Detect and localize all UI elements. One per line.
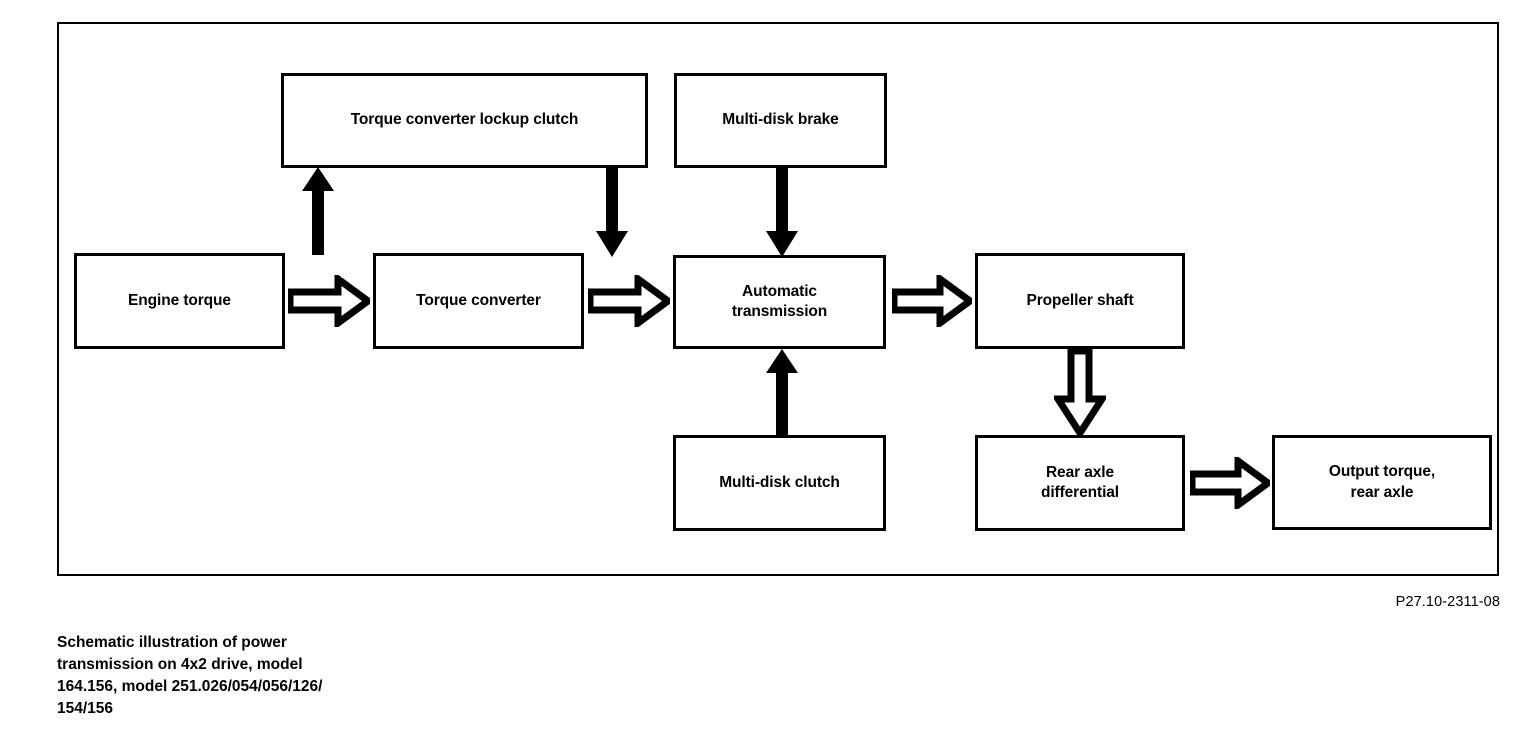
node-label: Torque converter [416, 291, 541, 309]
node-label: Rear axle differential [1040, 463, 1120, 501]
arrow-torque-converter-to-automatic-transmission [588, 275, 670, 327]
node-output-torque-rear-axle[interactable]: Output torque, rear axle [1272, 435, 1492, 530]
node-automatic-transmission[interactable]: Automatic transmission [673, 255, 886, 349]
node-label: Multi-disk brake [722, 111, 839, 129]
node-label: Torque converter lockup clutch [350, 111, 579, 129]
diagram-frame: Torque converter lockup clutch Multi-dis… [57, 22, 1499, 576]
node-engine-torque[interactable]: Engine torque [74, 253, 285, 349]
node-torque-converter[interactable]: Torque converter [373, 253, 584, 349]
arrow-automatic-transmission-to-propeller-shaft [892, 275, 972, 327]
arrow-rear-axle-differential-to-output-torque [1190, 457, 1270, 509]
node-label: Output torque, rear axle [1328, 463, 1436, 501]
node-label: Automatic transmission [731, 282, 828, 320]
arrow-torque-converter-to-lockup-clutch [300, 167, 336, 255]
arrow-lockup-clutch-to-automatic-transmission [594, 167, 630, 257]
node-label: Multi-disk clutch [719, 473, 840, 491]
figure-caption: Schematic illustration of power transmis… [57, 634, 323, 717]
node-label: Engine torque [128, 291, 231, 309]
node-label: Propeller shaft [1026, 291, 1134, 309]
node-torque-converter-lockup-clutch[interactable]: Torque converter lockup clutch [281, 73, 648, 168]
node-multi-disk-clutch[interactable]: Multi-disk clutch [673, 435, 886, 531]
arrow-engine-torque-to-torque-converter [288, 275, 370, 327]
arrow-propeller-shaft-to-rear-axle-differential [1054, 349, 1106, 437]
arrow-multi-disk-clutch-to-automatic-transmission [764, 349, 800, 437]
reference-code: P27.10-2311-08 [1395, 594, 1500, 610]
node-multi-disk-brake[interactable]: Multi-disk brake [674, 73, 887, 168]
arrow-multi-disk-brake-to-automatic-transmission [764, 167, 800, 257]
node-rear-axle-differential[interactable]: Rear axle differential [975, 435, 1185, 531]
node-propeller-shaft[interactable]: Propeller shaft [975, 253, 1185, 349]
